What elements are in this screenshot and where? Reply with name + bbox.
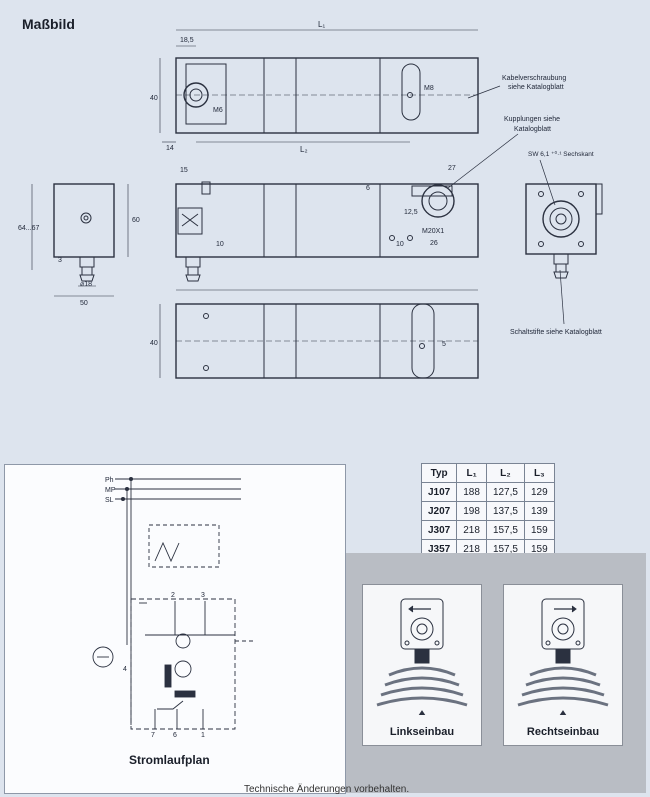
cell-l2: 137,5 [485,501,525,521]
header-l2: L₂ [485,463,525,483]
dim-d18: ⌀18 [80,281,92,288]
linkseinbau-label: Linkseinbau [389,726,455,738]
dim-15: 15 [180,167,188,174]
dim-64-67: 64...67 [18,225,40,232]
cell-typ: J307 [420,520,458,540]
circuit-diagram: Ph MP SL 2 3 4 7 6 1 [92,476,255,739]
cell-typ: J107 [420,482,458,502]
dim-40-bottom: 40 [150,340,158,347]
dim-27: 27 [448,165,456,172]
cell-l1: 218 [456,520,487,540]
header-l3: L₃ [523,463,555,483]
dim-10-a: 10 [216,241,224,248]
rechtseinbau-illustration [517,598,609,718]
terminal-4: 4 [123,666,127,673]
end-view-left [53,183,115,258]
end-view-right [525,183,597,255]
dim-26: 26 [430,240,438,247]
table-row: J107 188 127,5 129 [420,482,555,502]
annot-kupplung-1: Kupplungen siehe [504,116,560,123]
dim-12-5: 12,5 [404,209,418,216]
cell-l1: 188 [456,482,487,502]
top-view-body [175,57,479,134]
dim-m8: M8 [424,85,434,92]
cell-l2: 127,5 [485,482,525,502]
dim-m20: M20X1 [422,228,444,235]
dim-3: 3 [58,257,62,264]
dim-40-top: 40 [150,95,158,102]
cell-l3: 139 [523,501,555,521]
dim-6: 6 [366,185,370,192]
type-table: Typ L₁ L₂ L₃ J107 188 127,5 129 J207 198… [420,463,555,559]
dim-5: 5 [442,341,446,348]
terminal-6: 6 [173,732,177,739]
table-row: J207 198 137,5 139 [420,501,555,521]
rechtseinbau-card: Rechtseinbau [503,584,623,746]
cell-l2: 157,5 [485,520,525,540]
annot-schalt: Schaltstifte siehe Katalogblatt [510,329,602,336]
annot-kupplung-2: Katalogblatt [514,126,551,133]
line-mp: MP [105,487,116,494]
linkseinbau-illustration [376,598,468,718]
side-view-body [175,183,479,258]
dim-14: 14 [166,145,174,152]
page-title: Maßbild [22,16,75,32]
table-row: J307 218 157,5 159 [420,520,555,540]
annot-sw: SW 6,1 ⁺⁰·¹ Sechskant [528,150,594,158]
dim-l2: L₂ [300,145,308,154]
dim-m6: M6 [213,107,223,114]
dim-50: 50 [80,300,88,307]
cell-l3: 159 [523,520,555,540]
dim-60: 60 [132,217,140,224]
dim-18-5: 18,5 [180,37,194,44]
stromlaufplan-panel: Ph MP SL 2 3 4 7 6 1 Stromlaufplan [4,464,346,794]
terminal-7: 7 [151,732,155,739]
cell-l1: 198 [456,501,487,521]
header-l1: L₁ [456,463,487,483]
line-sl: SL [105,497,114,504]
stromlaufplan-title: Stromlaufplan [129,753,210,767]
rechtseinbau-label: Rechtseinbau [526,726,600,738]
linkseinbau-card: Linkseinbau [362,584,482,746]
table-header-row: Typ L₁ L₂ L₃ [420,463,555,483]
cell-typ: J207 [420,501,458,521]
cell-l3: 129 [523,482,555,502]
annot-kabel-2: siehe Katalogblatt [508,84,564,91]
dim-10-b: 10 [396,241,404,248]
line-ph: Ph [105,477,114,484]
annot-kabel-1: Kabelverschraubung [502,75,566,82]
terminal-2: 2 [171,592,175,599]
footer-note: Technische Änderungen vorbehalten. [244,784,410,795]
header-typ: Typ [420,463,458,483]
terminal-1: 1 [201,732,205,739]
dim-l1: L₁ [318,20,325,29]
terminal-3: 3 [201,592,205,599]
